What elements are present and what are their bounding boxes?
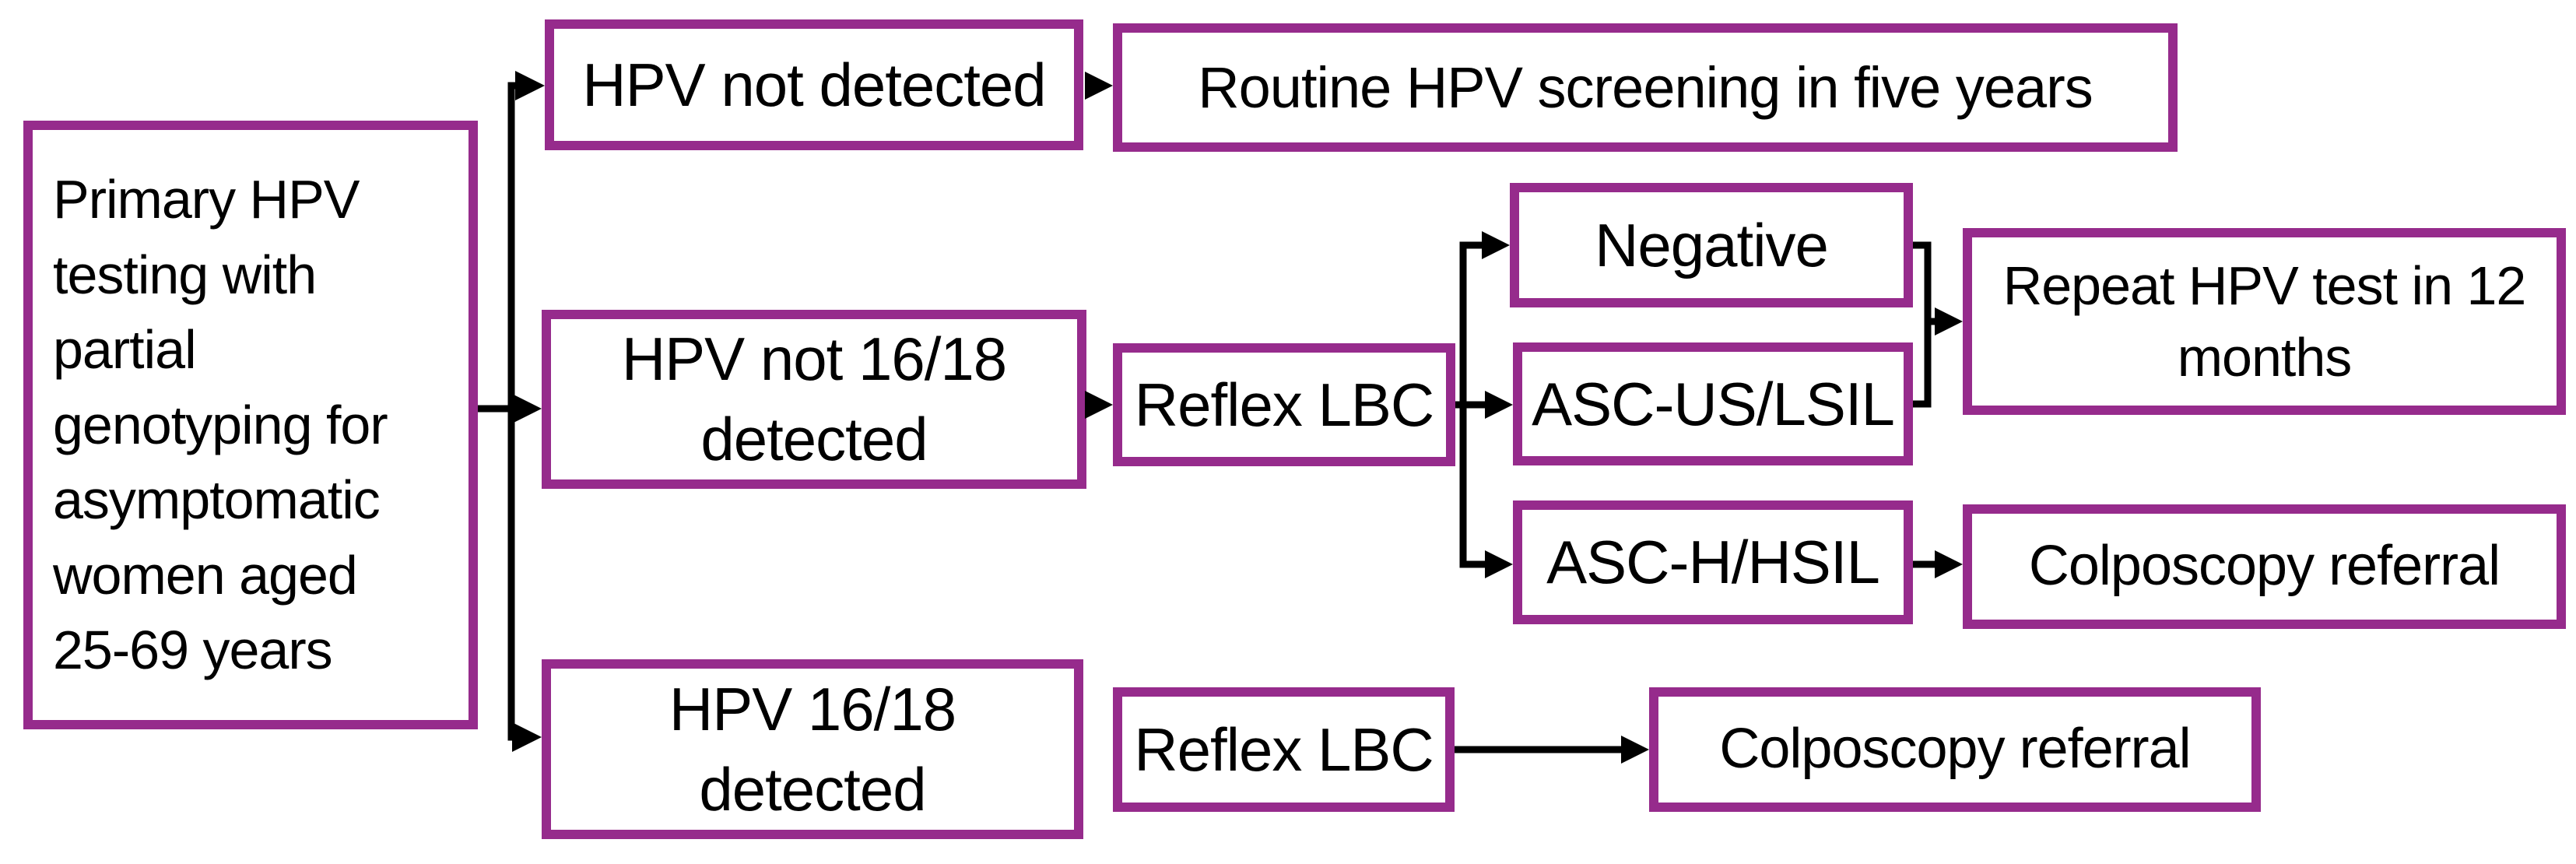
arrowhead-into-hpv-not-detected [515, 71, 545, 100]
node-routine-screening: Routine HPV screening in five years [1113, 23, 2178, 152]
node-repeat-hpv-test-label: Repeat HPV test in 12 months [2002, 255, 2527, 388]
node-repeat-hpv-test: Repeat HPV test in 12 months [1963, 228, 2566, 415]
node-asc-h-hsil: ASC-H/HSIL [1513, 500, 1913, 624]
arrowhead-into-colposcopy-upper [1935, 550, 1963, 578]
arrowhead-into-asc-h [1485, 550, 1513, 578]
arrowhead-into-hpv-1618 [512, 722, 542, 752]
node-reflex-lbc-middle: Reflex LBC [1113, 343, 1455, 466]
node-hpv-not-16-18-detected: HPV not 16/18 detected [542, 310, 1086, 489]
arrowhead-into-hpv-not-1618 [512, 394, 542, 423]
node-primary-hpv-testing: Primary HPV testing with partial genotyp… [23, 121, 478, 729]
edge-reflex-branch-trunk [1459, 241, 1485, 568]
node-hpv-16-18-detected: HPV 16/18 detected [542, 659, 1083, 839]
node-colposcopy-referral-upper: Colposcopy referral [1963, 504, 2566, 629]
node-asc-h-hsil-label: ASC-H/HSIL [1546, 528, 1880, 597]
arrowhead-into-repeat [1935, 307, 1963, 335]
arrowhead-into-routine [1085, 72, 1113, 100]
arrowhead-into-reflex-mid [1085, 391, 1113, 419]
node-negative: Negative [1510, 183, 1913, 307]
edge-negative-to-repeat [1913, 241, 1938, 325]
edge-trunk [507, 82, 520, 741]
edge-asc-us-to-repeat [1913, 321, 1932, 408]
node-colposcopy-referral-bottom: Colposcopy referral [1649, 687, 2261, 812]
node-colposcopy-referral-upper-label: Colposcopy referral [2028, 535, 2501, 598]
node-reflex-lbc-bottom: Reflex LBC [1113, 687, 1455, 812]
node-hpv-not-detected: HPV not detected [545, 19, 1083, 150]
node-reflex-lbc-bottom-label: Reflex LBC [1134, 715, 1434, 784]
arrowhead-into-colposcopy-bottom [1621, 736, 1649, 764]
node-routine-screening-label: Routine HPV screening in five years [1198, 54, 2093, 120]
node-asc-us-lsil: ASC-US/LSIL [1513, 342, 1913, 465]
node-hpv-16-18-detected-label: HPV 16/18 detected [669, 674, 956, 824]
node-primary-hpv-testing-label: Primary HPV testing with partial genotyp… [53, 168, 388, 681]
node-colposcopy-referral-bottom-label: Colposcopy referral [1719, 718, 2191, 781]
node-hpv-not-16-18-detected-label: HPV not 16/18 detected [621, 325, 1007, 473]
node-reflex-lbc-middle-label: Reflex LBC [1134, 370, 1434, 439]
node-hpv-not-detected-label: HPV not detected [582, 50, 1046, 119]
node-asc-us-lsil-label: ASC-US/LSIL [1532, 369, 1895, 438]
node-negative-label: Negative [1595, 210, 1829, 279]
arrowhead-into-asc-us [1485, 391, 1513, 419]
arrowhead-into-negative [1482, 231, 1510, 259]
